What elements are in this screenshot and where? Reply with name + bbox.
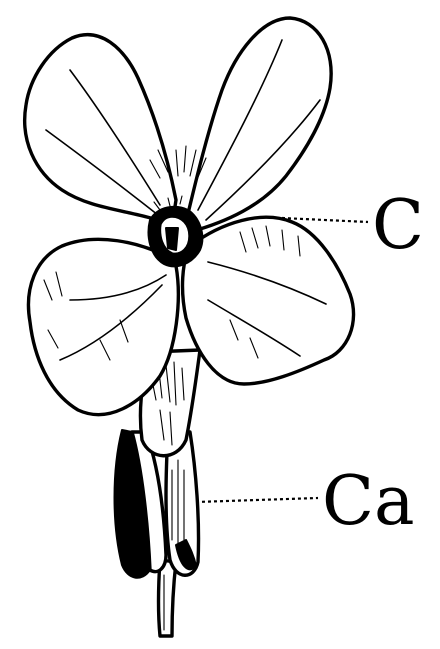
petal-top-left	[23, 32, 178, 228]
label-calyx: Ca	[322, 462, 415, 541]
corolla-front	[26, 215, 356, 417]
corolla-back	[23, 16, 333, 234]
petal-bottom-right	[180, 215, 356, 386]
stem	[156, 558, 178, 638]
sepal-left-edge	[130, 430, 168, 574]
petal-bottom-left	[26, 237, 180, 417]
label-corolla: C	[372, 186, 424, 265]
leader-calyx	[195, 496, 319, 504]
flower-center	[147, 195, 204, 268]
sepal-left	[113, 429, 151, 579]
leader-corolla	[281, 216, 369, 224]
sepal-right	[164, 428, 201, 577]
petal-top-right	[184, 16, 333, 234]
